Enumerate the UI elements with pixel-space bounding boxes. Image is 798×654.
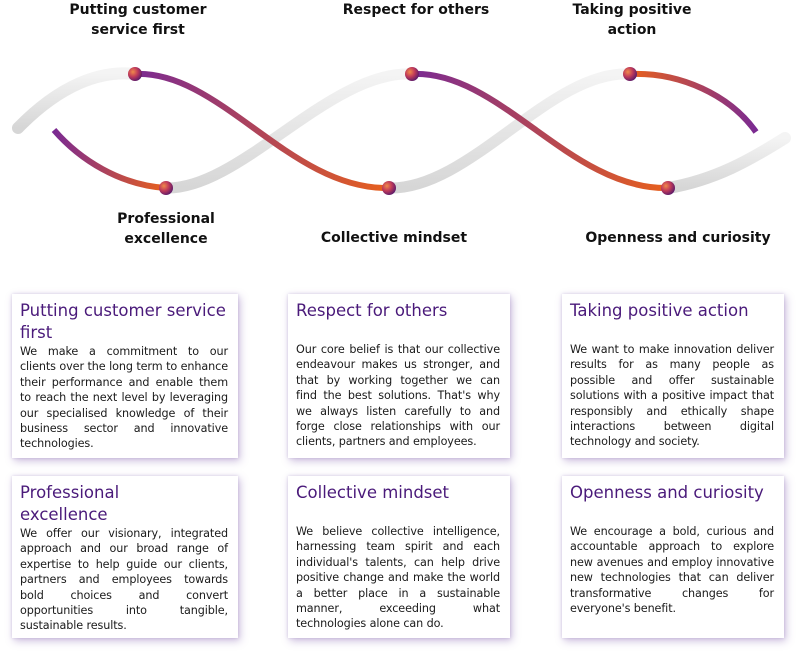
card-body: We want to make innovation deliver resul… [570,343,774,449]
card-title: Putting customer service first [20,301,226,342]
card-excellence: Professional excellence We offer our vis… [12,476,238,638]
card-body: We encourage a bold, curious and account… [570,525,774,616]
color-ribbon-right [629,70,759,134]
card-title: Collective mindset [296,483,450,502]
node-excellence [159,181,173,195]
node-respect [405,67,419,81]
card-respect: Respect for others Our core belief is th… [288,294,510,458]
card-title: Taking positive action [570,301,749,320]
node-openness [661,181,675,195]
card-title: Professional excellence [20,483,120,524]
silver-ribbon-right [662,132,791,194]
card-collective: Collective mindset We believe collective… [288,476,510,638]
label-openness: Openness and curiosity [585,230,771,246]
values-wave-diagram [12,67,791,195]
label-customer: Putting customer service first [69,2,207,38]
card-openness: Openness and curiosity We encourage a bo… [562,476,784,638]
color-ribbon-seg2 [411,70,669,192]
label-positive: Taking positive action [572,2,692,38]
label-collective: Collective mindset [320,230,468,246]
label-respect: Respect for others [342,2,490,18]
node-positive [623,67,637,81]
card-positive: Taking positive action We want to make i… [562,294,784,458]
label-excellence: Professional excellence [117,211,215,247]
card-body: We make a commitment to our clients over… [20,345,228,451]
silver-ribbon-mid1 [160,68,418,194]
card-customer: Putting customer service first We make a… [12,294,238,458]
silver-ribbon-mid2 [383,68,636,194]
color-ribbon-left [51,128,167,191]
node-customer [128,67,142,81]
card-body: Our core belief is that our collective e… [296,343,500,449]
card-body: We believe collective intelligence, harn… [296,525,500,631]
card-body: We offer our visionary, integrated appro… [20,527,228,633]
color-ribbon-seg1 [134,70,390,192]
card-title: Respect for others [296,301,448,320]
silver-ribbon-left [12,67,141,134]
node-collective [382,181,396,195]
card-title: Openness and curiosity [570,483,764,502]
